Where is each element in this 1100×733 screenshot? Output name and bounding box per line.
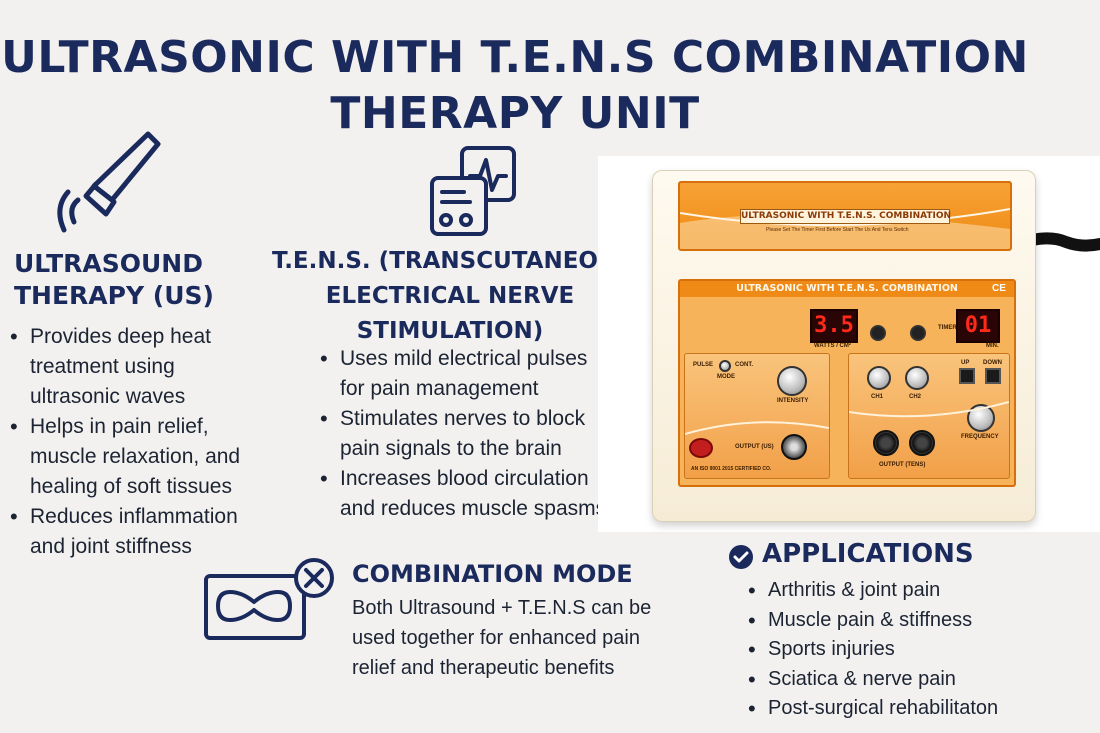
logo-seal-icon	[689, 438, 713, 458]
up-label: UP	[961, 360, 970, 366]
us-sub-panel: PULSE CONT. MODE INTENSITY OUTPUT (US) A…	[684, 353, 830, 479]
frequency-label: FREQUENCY	[961, 434, 999, 440]
list-item-line: Provides deep heat	[30, 325, 211, 348]
timer-label: TIMER	[938, 325, 957, 331]
list-item: Arthritis & joint pain	[746, 576, 1076, 606]
ultrasound-heading: ULTRASOUND THERAPY (US)	[14, 248, 214, 312]
combination-heading: COMBINATION MODE	[352, 560, 633, 588]
list-item: Uses mild electrical pulses for pain man…	[318, 344, 618, 404]
list-item-line: Stimulates nerves to block	[340, 407, 586, 430]
list-item-line: pain signals to the brain	[340, 437, 562, 460]
list-item: Stimulates nerves to block pain signals …	[318, 404, 618, 464]
output-us-jack[interactable]	[781, 434, 807, 460]
pulse-label: PULSE	[693, 362, 714, 368]
device-control-panel: ULTRASONIC WITH T.E.N.S. COMBINATION CE …	[678, 279, 1016, 487]
page-title-line2: THERAPY UNIT	[330, 88, 700, 139]
combination-text: Both Ultrasound + T.E.N.S can be used to…	[352, 593, 712, 683]
down-button[interactable]	[985, 368, 1001, 384]
intensity-label: INTENSITY	[777, 398, 809, 404]
ultrasound-probe-icon	[57, 131, 161, 233]
output-tens-label: OUTPUT (TENS)	[879, 462, 926, 468]
tens-heading-line1: T.E.N.S. (TRANSCUTANEOUS	[272, 248, 634, 274]
page-title: ULTRASONIC WITH T.E.N.S COMBINATION THER…	[0, 30, 1030, 142]
display-knob-2[interactable]	[910, 325, 926, 341]
cont-label: CONT.	[735, 362, 753, 368]
list-item-line: for pain management	[340, 377, 539, 400]
ultrasound-heading-line2: THERAPY (US)	[14, 281, 214, 310]
combination-text-line: Both Ultrasound + T.E.N.S can be	[352, 597, 652, 619]
intensity-knob[interactable]	[777, 366, 807, 396]
list-item-line: healing of soft tissues	[30, 475, 232, 498]
combination-text-line: used together for enhanced pain	[352, 627, 640, 649]
device-top-sub: Please Set The Timer First Before Start …	[766, 227, 909, 233]
ultrasound-heading-line1: ULTRASOUND	[14, 249, 203, 278]
list-item-line: ultrasonic waves	[30, 385, 186, 408]
tens-jack-1[interactable]	[873, 430, 899, 456]
tens-device-icon	[430, 146, 516, 236]
intensity-display-label: WATTS / CM²	[814, 343, 851, 349]
applications-list: Arthritis & joint pain Muscle pain & sti…	[746, 576, 1076, 724]
tens-heading: T.E.N.S. (TRANSCUTANEOUS ELECTRICAL NERV…	[272, 244, 634, 349]
list-item: Sciatica & nerve pain	[746, 665, 1076, 695]
ultrasound-list: Provides deep heat treatment using ultra…	[8, 322, 268, 562]
tens-swoosh	[849, 401, 1009, 418]
device-top-label: ULTRASONIC WITH T.E.N.S. COMBINATION	[740, 209, 951, 224]
list-item: Sports injuries	[746, 635, 1076, 665]
applications-heading: APPLICATIONS	[762, 539, 974, 569]
tens-list: Uses mild electrical pulses for pain man…	[318, 344, 618, 524]
certified-label: AN ISO 9001 2015 CERTIFIED CO.	[691, 466, 772, 472]
mode-switch[interactable]	[719, 360, 731, 372]
ch2-label: CH2	[909, 394, 922, 400]
ce-mark: CE	[992, 283, 1006, 294]
intensity-display: 3.5	[810, 309, 858, 343]
us-swoosh	[685, 421, 829, 435]
combination-text-line: relief and therapeutic benefits	[352, 657, 615, 679]
tens-sub-panel: CH1 CH2 UP DOWN FREQUENCY OUTPUT (TENS)	[848, 353, 1010, 479]
list-item: Helps in pain relief, muscle relaxation,…	[8, 412, 268, 502]
ch1-label: CH1	[871, 394, 884, 400]
list-item-line: Uses mild electrical pulses	[340, 347, 588, 370]
list-item: Post-surgical rehabilitaton	[746, 694, 1076, 724]
power-cable	[1032, 232, 1100, 252]
ch1-knob[interactable]	[867, 366, 891, 390]
down-label: DOWN	[983, 360, 1002, 366]
up-button[interactable]	[959, 368, 975, 384]
list-item: Reduces inflammation and joint stiffness	[8, 502, 268, 562]
device-top-panel: ULTRASONIC WITH T.E.N.S. COMBINATION Ple…	[678, 181, 1012, 251]
list-item-line: Reduces inflammation	[30, 505, 238, 528]
page-title-line1: ULTRASONIC WITH T.E.N.S COMBINATION	[1, 32, 1029, 83]
timer-display: 01	[956, 309, 1000, 343]
combination-pad-icon	[204, 558, 334, 640]
display-knob-1[interactable]	[870, 325, 886, 341]
list-item-line: and reduces muscle spasms	[340, 497, 607, 520]
list-item-line: Helps in pain relief,	[30, 415, 209, 438]
tens-jack-2[interactable]	[909, 430, 935, 456]
check-circle-icon	[729, 545, 753, 569]
device-panel-label: ULTRASONIC WITH T.E.N.S. COMBINATION	[680, 281, 1014, 297]
output-us-label: OUTPUT (US)	[735, 444, 774, 450]
mode-label: MODE	[717, 374, 735, 380]
list-item: Provides deep heat treatment using ultra…	[8, 322, 268, 412]
list-item-line: and joint stiffness	[30, 535, 192, 558]
list-item-line: treatment using	[30, 355, 175, 378]
list-item-line: Increases blood circulation	[340, 467, 589, 490]
list-item: Muscle pain & stiffness	[746, 606, 1076, 636]
ch2-knob[interactable]	[905, 366, 929, 390]
tens-heading-line3: STIMULATION)	[356, 318, 544, 344]
timer-unit: MIN.	[986, 343, 999, 349]
tens-heading-line2: ELECTRICAL NERVE	[325, 283, 575, 309]
list-item-line: muscle relaxation, and	[30, 445, 241, 468]
list-item: Increases blood circulation and reduces …	[318, 464, 618, 524]
